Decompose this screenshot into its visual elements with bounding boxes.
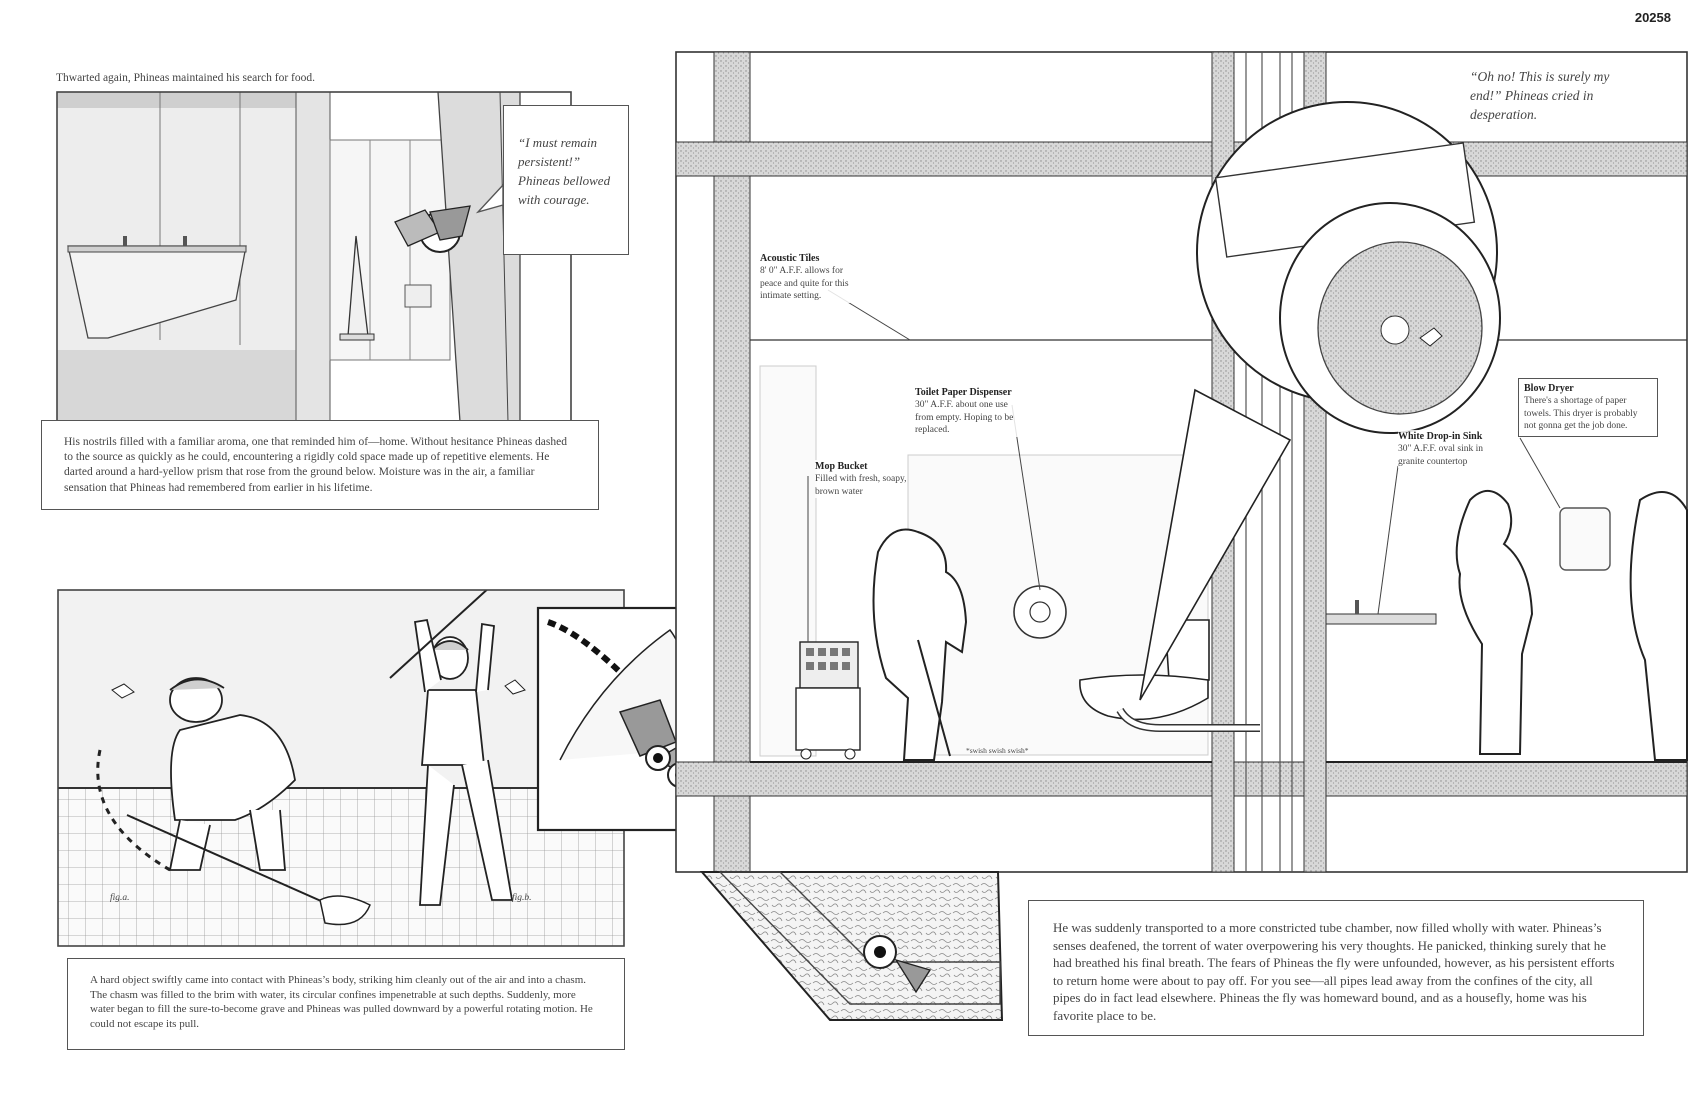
panel1-illustration: [57, 92, 571, 422]
label-toilet-paper-dispenser-body: 30" A.F.F. about one use from empty. Hop…: [915, 400, 1014, 436]
panel1-narration-box: His nostrils filled with a familiar arom…: [41, 420, 599, 510]
label-mop-bucket-body: Filled with fresh, soapy, brown water: [815, 474, 907, 497]
section-speech-text: “Oh no! This is surely my end!” Phineas …: [1470, 69, 1610, 122]
panel1-speech-bubble: “I must remain persistent!” Phineas bell…: [503, 105, 629, 255]
label-mop-bucket-title: Mop Bucket: [815, 461, 868, 472]
label-blow-dryer-title: Blow Dryer: [1524, 383, 1574, 394]
label-white-drop-in-sink-title: White Drop-in Sink: [1398, 431, 1483, 442]
tube-chamber: [699, 871, 1004, 1021]
fig-a-label: fig.a.: [110, 893, 130, 903]
panel2-narration-box: A hard object swiftly came into contact …: [67, 958, 625, 1050]
swish-sound-text: *swish swish swish*: [966, 746, 1029, 755]
magnifier-callout: [1139, 101, 1501, 701]
label-acoustic-tiles: Acoustic Tiles 8' 0" A.F.F. allows for p…: [760, 252, 850, 303]
label-mop-bucket: Mop Bucket Filled with fresh, soapy, bro…: [815, 460, 907, 499]
panel1-narration-text: His nostrils filled with a familiar arom…: [64, 436, 567, 494]
label-white-drop-in-sink: White Drop-in Sink 30" A.F.F. oval sink …: [1398, 430, 1502, 469]
label-toilet-paper-dispenser: Toilet Paper Dispenser 30" A.F.F. about …: [915, 386, 1027, 437]
fig-b-label: fig.b.: [512, 893, 532, 903]
panel1-speech-text: “I must remain persistent!” Phineas bell…: [518, 135, 611, 207]
label-toilet-paper-dispenser-title: Toilet Paper Dispenser: [915, 387, 1012, 398]
label-white-drop-in-sink-body: 30" A.F.F. oval sink in granite countert…: [1398, 444, 1483, 467]
label-blow-dryer: Blow Dryer There's a shortage of paper t…: [1518, 378, 1658, 437]
label-blow-dryer-body: There's a shortage of paper towels. This…: [1524, 396, 1638, 432]
section-narration-text: He was suddenly transported to a more co…: [1053, 920, 1615, 1023]
panel2-illustration: [58, 590, 624, 946]
section-narration-box: He was suddenly transported to a more co…: [1028, 900, 1644, 1036]
panel1-caption: Thwarted again, Phineas maintained his s…: [56, 72, 315, 84]
panel2-narration-text: A hard object swiftly came into contact …: [90, 974, 593, 1030]
label-acoustic-tiles-title: Acoustic Tiles: [760, 253, 820, 264]
sheet-number: 20258: [1634, 10, 1671, 25]
label-acoustic-tiles-body: 8' 0" A.F.F. allows for peace and quite …: [760, 266, 849, 302]
